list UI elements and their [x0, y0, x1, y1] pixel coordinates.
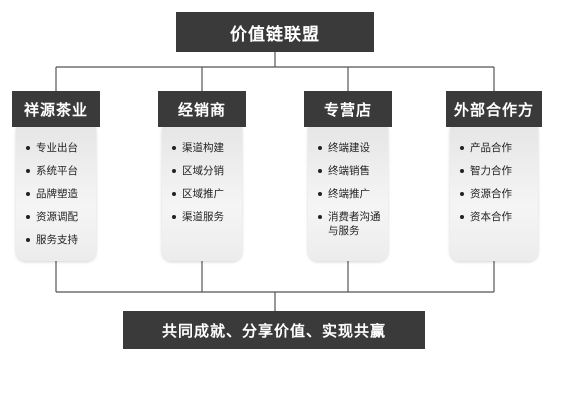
list-item: 消费者沟通与服务 [318, 210, 386, 238]
list-item: 资源合作 [460, 187, 538, 201]
list-item: 服务支持 [26, 233, 96, 247]
title-box: 价值链联盟 [176, 12, 374, 52]
column-body: 渠道构建 区域分销 区域推广 渠道服务 [162, 127, 242, 261]
column-body: 专业出台 系统平台 品牌塑造 资源调配 服务支持 [16, 127, 96, 261]
column-store: 专营店 终端建设 终端销售 终端推广 消费者沟通与服务 [304, 91, 392, 261]
footer-text: 共同成就、分享价值、实现共赢 [161, 321, 386, 340]
footer-box: 共同成就、分享价值、实现共赢 [123, 311, 425, 349]
list-item: 产品合作 [460, 141, 538, 155]
list-item: 智力合作 [460, 164, 538, 178]
item-list: 产品合作 智力合作 资源合作 资本合作 [450, 141, 538, 224]
column-xiangyuan: 祥源茶业 专业出台 系统平台 品牌塑造 资源调配 服务支持 [12, 91, 100, 261]
column-header-text: 外部合作方 [453, 100, 534, 119]
list-item: 资源调配 [26, 210, 96, 224]
column-body: 终端建设 终端销售 终端推广 消费者沟通与服务 [308, 127, 388, 261]
list-item: 专业出台 [26, 141, 96, 155]
column-body: 产品合作 智力合作 资源合作 资本合作 [450, 127, 538, 261]
list-item: 终端销售 [318, 164, 388, 178]
column-distributor: 经销商 渠道构建 区域分销 区域推广 渠道服务 [158, 91, 246, 261]
column-header: 祥源茶业 [12, 91, 100, 127]
item-list: 渠道构建 区域分销 区域推广 渠道服务 [162, 141, 242, 224]
list-item: 资本合作 [460, 210, 538, 224]
column-header: 专营店 [304, 91, 392, 127]
column-header: 经销商 [158, 91, 246, 127]
list-item: 终端推广 [318, 187, 388, 201]
list-item: 品牌塑造 [26, 187, 96, 201]
list-item: 区域推广 [172, 187, 242, 201]
column-partner: 外部合作方 产品合作 智力合作 资源合作 资本合作 [446, 91, 542, 261]
column-header-text: 经销商 [177, 100, 226, 119]
list-item: 系统平台 [26, 164, 96, 178]
column-header-text: 祥源茶业 [23, 100, 88, 119]
list-item: 渠道构建 [172, 141, 242, 155]
list-item: 渠道服务 [172, 210, 242, 224]
item-list: 专业出台 系统平台 品牌塑造 资源调配 服务支持 [16, 141, 96, 247]
column-header: 外部合作方 [446, 91, 542, 127]
title-text: 价值链联盟 [230, 24, 320, 45]
item-list: 终端建设 终端销售 终端推广 消费者沟通与服务 [308, 141, 388, 238]
column-header-text: 专营店 [323, 100, 372, 119]
list-item: 区域分销 [172, 164, 242, 178]
list-item: 终端建设 [318, 141, 388, 155]
